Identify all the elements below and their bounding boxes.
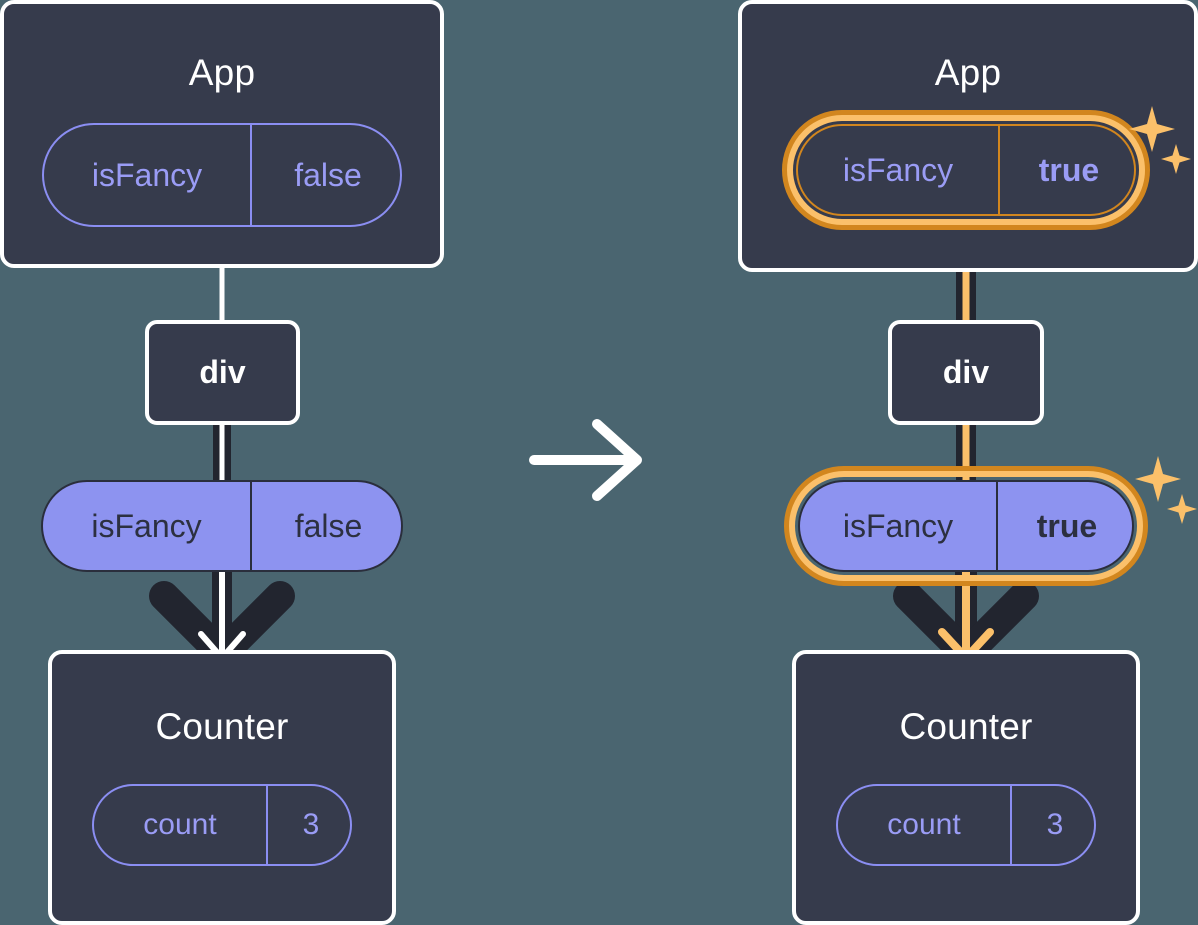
right-app-title: App: [934, 52, 1002, 93]
right-props-value: true: [996, 482, 1136, 570]
left-arrow-props-to-counter: [149, 568, 295, 669]
right-arrow-props-to-counter: [893, 568, 1039, 669]
highlight-ring-inner: [787, 115, 1145, 225]
left-props-value: false: [250, 482, 405, 570]
sparkle-small: [1161, 144, 1191, 174]
left-app-title: App: [188, 52, 256, 93]
right-props-sparkle-icon: [1135, 456, 1197, 524]
highlight-ring-inner-props: [789, 471, 1143, 581]
sparkle-small: [1167, 494, 1197, 524]
right-app-state-pill[interactable]: isFancy true: [796, 124, 1136, 216]
right-app-state-highlight[interactable]: isFancy true: [782, 110, 1150, 230]
left-props-key: isFancy: [91, 507, 202, 544]
left-div-node[interactable]: div: [145, 320, 300, 425]
left-props-pill[interactable]: isFancy false: [41, 480, 403, 572]
sparkle-large: [1135, 456, 1181, 502]
highlight-ring-outer: [782, 110, 1150, 230]
right-counter-state-pill[interactable]: count 3: [836, 784, 1096, 866]
transition-right-arrow-icon: [529, 419, 642, 501]
left-counter-state-pill[interactable]: count 3: [92, 784, 352, 866]
right-div-node[interactable]: div: [888, 320, 1044, 425]
left-app-state-value: false: [250, 125, 404, 225]
right-counter-state-value: 3: [1010, 786, 1098, 864]
right-div-label: div: [942, 354, 990, 390]
right-app-sparkle-icon: [1129, 106, 1191, 174]
left-counter-state-key: count: [143, 808, 217, 841]
right-props-pill[interactable]: isFancy true: [798, 480, 1134, 572]
right-counter-title: Counter: [899, 706, 1033, 747]
left-div-label: div: [199, 354, 246, 390]
left-app-state-key: isFancy: [91, 156, 203, 193]
sparkle-large: [1129, 106, 1175, 152]
highlight-ring-outer-props: [784, 466, 1148, 586]
right-counter-state-key: count: [887, 808, 961, 841]
right-app-state-key: isFancy: [842, 151, 954, 188]
right-props-highlight[interactable]: isFancy true: [784, 466, 1148, 586]
left-app-state-pill[interactable]: isFancy false: [42, 123, 402, 227]
left-counter-state-value: 3: [266, 786, 354, 864]
right-props-key: isFancy: [842, 507, 954, 544]
left-counter-title: Counter: [155, 706, 289, 747]
right-app-state-value: true: [998, 126, 1138, 214]
